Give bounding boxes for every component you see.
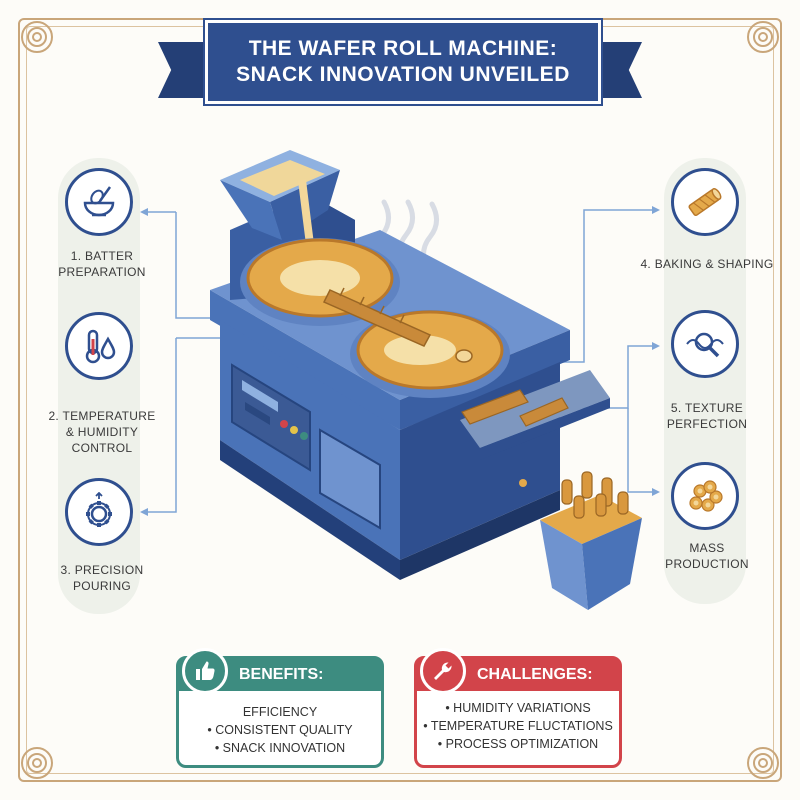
benefits-list: EFFICIENCY • CONSISTENT QUALITY • SNACK … — [179, 691, 381, 757]
whisk-bowl-icon — [83, 186, 115, 217]
step-3-line-1: 3. PRECISION — [60, 563, 144, 577]
step-5-line-1: 5. TEXTURE — [670, 401, 744, 415]
batter-hopper — [220, 150, 340, 291]
thumbs-up-icon — [196, 661, 215, 680]
decorative-frame — [18, 18, 782, 782]
step-4-icon-circle — [671, 168, 739, 236]
magnifier-wave-icon — [686, 332, 724, 358]
stacked-rolls-icon — [689, 480, 723, 512]
challenges-badge — [420, 648, 466, 694]
challenges-heading: CHALLENGES: — [417, 659, 619, 691]
corner-ornament-icon — [747, 21, 780, 53]
step-4-line-1: 4. BAKING & SHAPING — [640, 257, 774, 271]
corner-ornament-icon — [747, 747, 780, 779]
step-1-line-1: 1. BATTER — [70, 249, 134, 263]
step-2-line-1: 2. TEMPERATURE — [48, 409, 156, 423]
corner-ornament-icon — [21, 747, 54, 779]
step-2-line-2: & HUMIDITY — [65, 425, 139, 439]
benefit-item: • SNACK INNOVATION — [214, 741, 346, 755]
thermometer-droplet-icon — [85, 329, 116, 364]
title-line-1: THE WAFER ROLL MACHINE: — [248, 37, 558, 60]
conveyor-belt — [460, 370, 610, 487]
wafer-roll-machine-illustration — [210, 150, 642, 610]
step-3-line-2: POURING — [72, 579, 132, 593]
step-3-icon-circle — [65, 478, 133, 546]
benefit-item: • CONSISTENT QUALITY — [207, 723, 353, 737]
wafer-roll-icon — [688, 188, 722, 217]
title-line-2: SNACK INNOVATION UNVEILED — [236, 63, 570, 86]
wrench-icon — [434, 662, 452, 680]
control-panel — [231, 363, 381, 530]
step-6-line-2: PRODUCTION — [665, 557, 749, 571]
baking-plates — [240, 238, 510, 398]
title-banner: THE WAFER ROLL MACHINE: SNACK INNOVATION… — [205, 20, 601, 104]
step-2-label: 2. TEMPERATURE & HUMIDITY CONTROL — [22, 408, 182, 456]
step-6-label: MASS PRODUCTION — [622, 540, 792, 572]
step-2-line-3: CONTROL — [71, 441, 133, 455]
step-4-label: 4. BAKING & SHAPING — [622, 256, 792, 272]
step-1-icon-circle — [65, 168, 133, 236]
collection-bin — [540, 471, 642, 610]
benefit-item: EFFICIENCY — [242, 705, 318, 719]
challenge-item: • HUMIDITY VARIATIONS — [445, 701, 591, 715]
corner-ornament-icon — [21, 21, 54, 53]
gear-icon — [86, 492, 112, 527]
step-3-label: 3. PRECISION POURING — [22, 562, 182, 594]
step-5-line-2: PERFECTION — [666, 417, 748, 431]
step-5-icon-circle — [671, 310, 739, 378]
step-6-icon-circle — [671, 462, 739, 530]
benefits-badge — [182, 648, 228, 694]
challenge-item: • PROCESS OPTIMIZATION — [437, 737, 599, 751]
step-5-label: 5. TEXTURE PERFECTION — [622, 400, 792, 432]
step-2-icon-circle — [65, 312, 133, 380]
step-6-line-1: MASS — [689, 541, 725, 555]
step-1-label: 1. BATTER PREPARATION — [22, 248, 182, 280]
step-1-line-2: PREPARATION — [58, 265, 146, 279]
challenge-item: • TEMPERATURE FLUCTATIONS — [423, 719, 613, 733]
challenges-list: • HUMIDITY VARIATIONS • TEMPERATURE FLUC… — [417, 691, 619, 753]
